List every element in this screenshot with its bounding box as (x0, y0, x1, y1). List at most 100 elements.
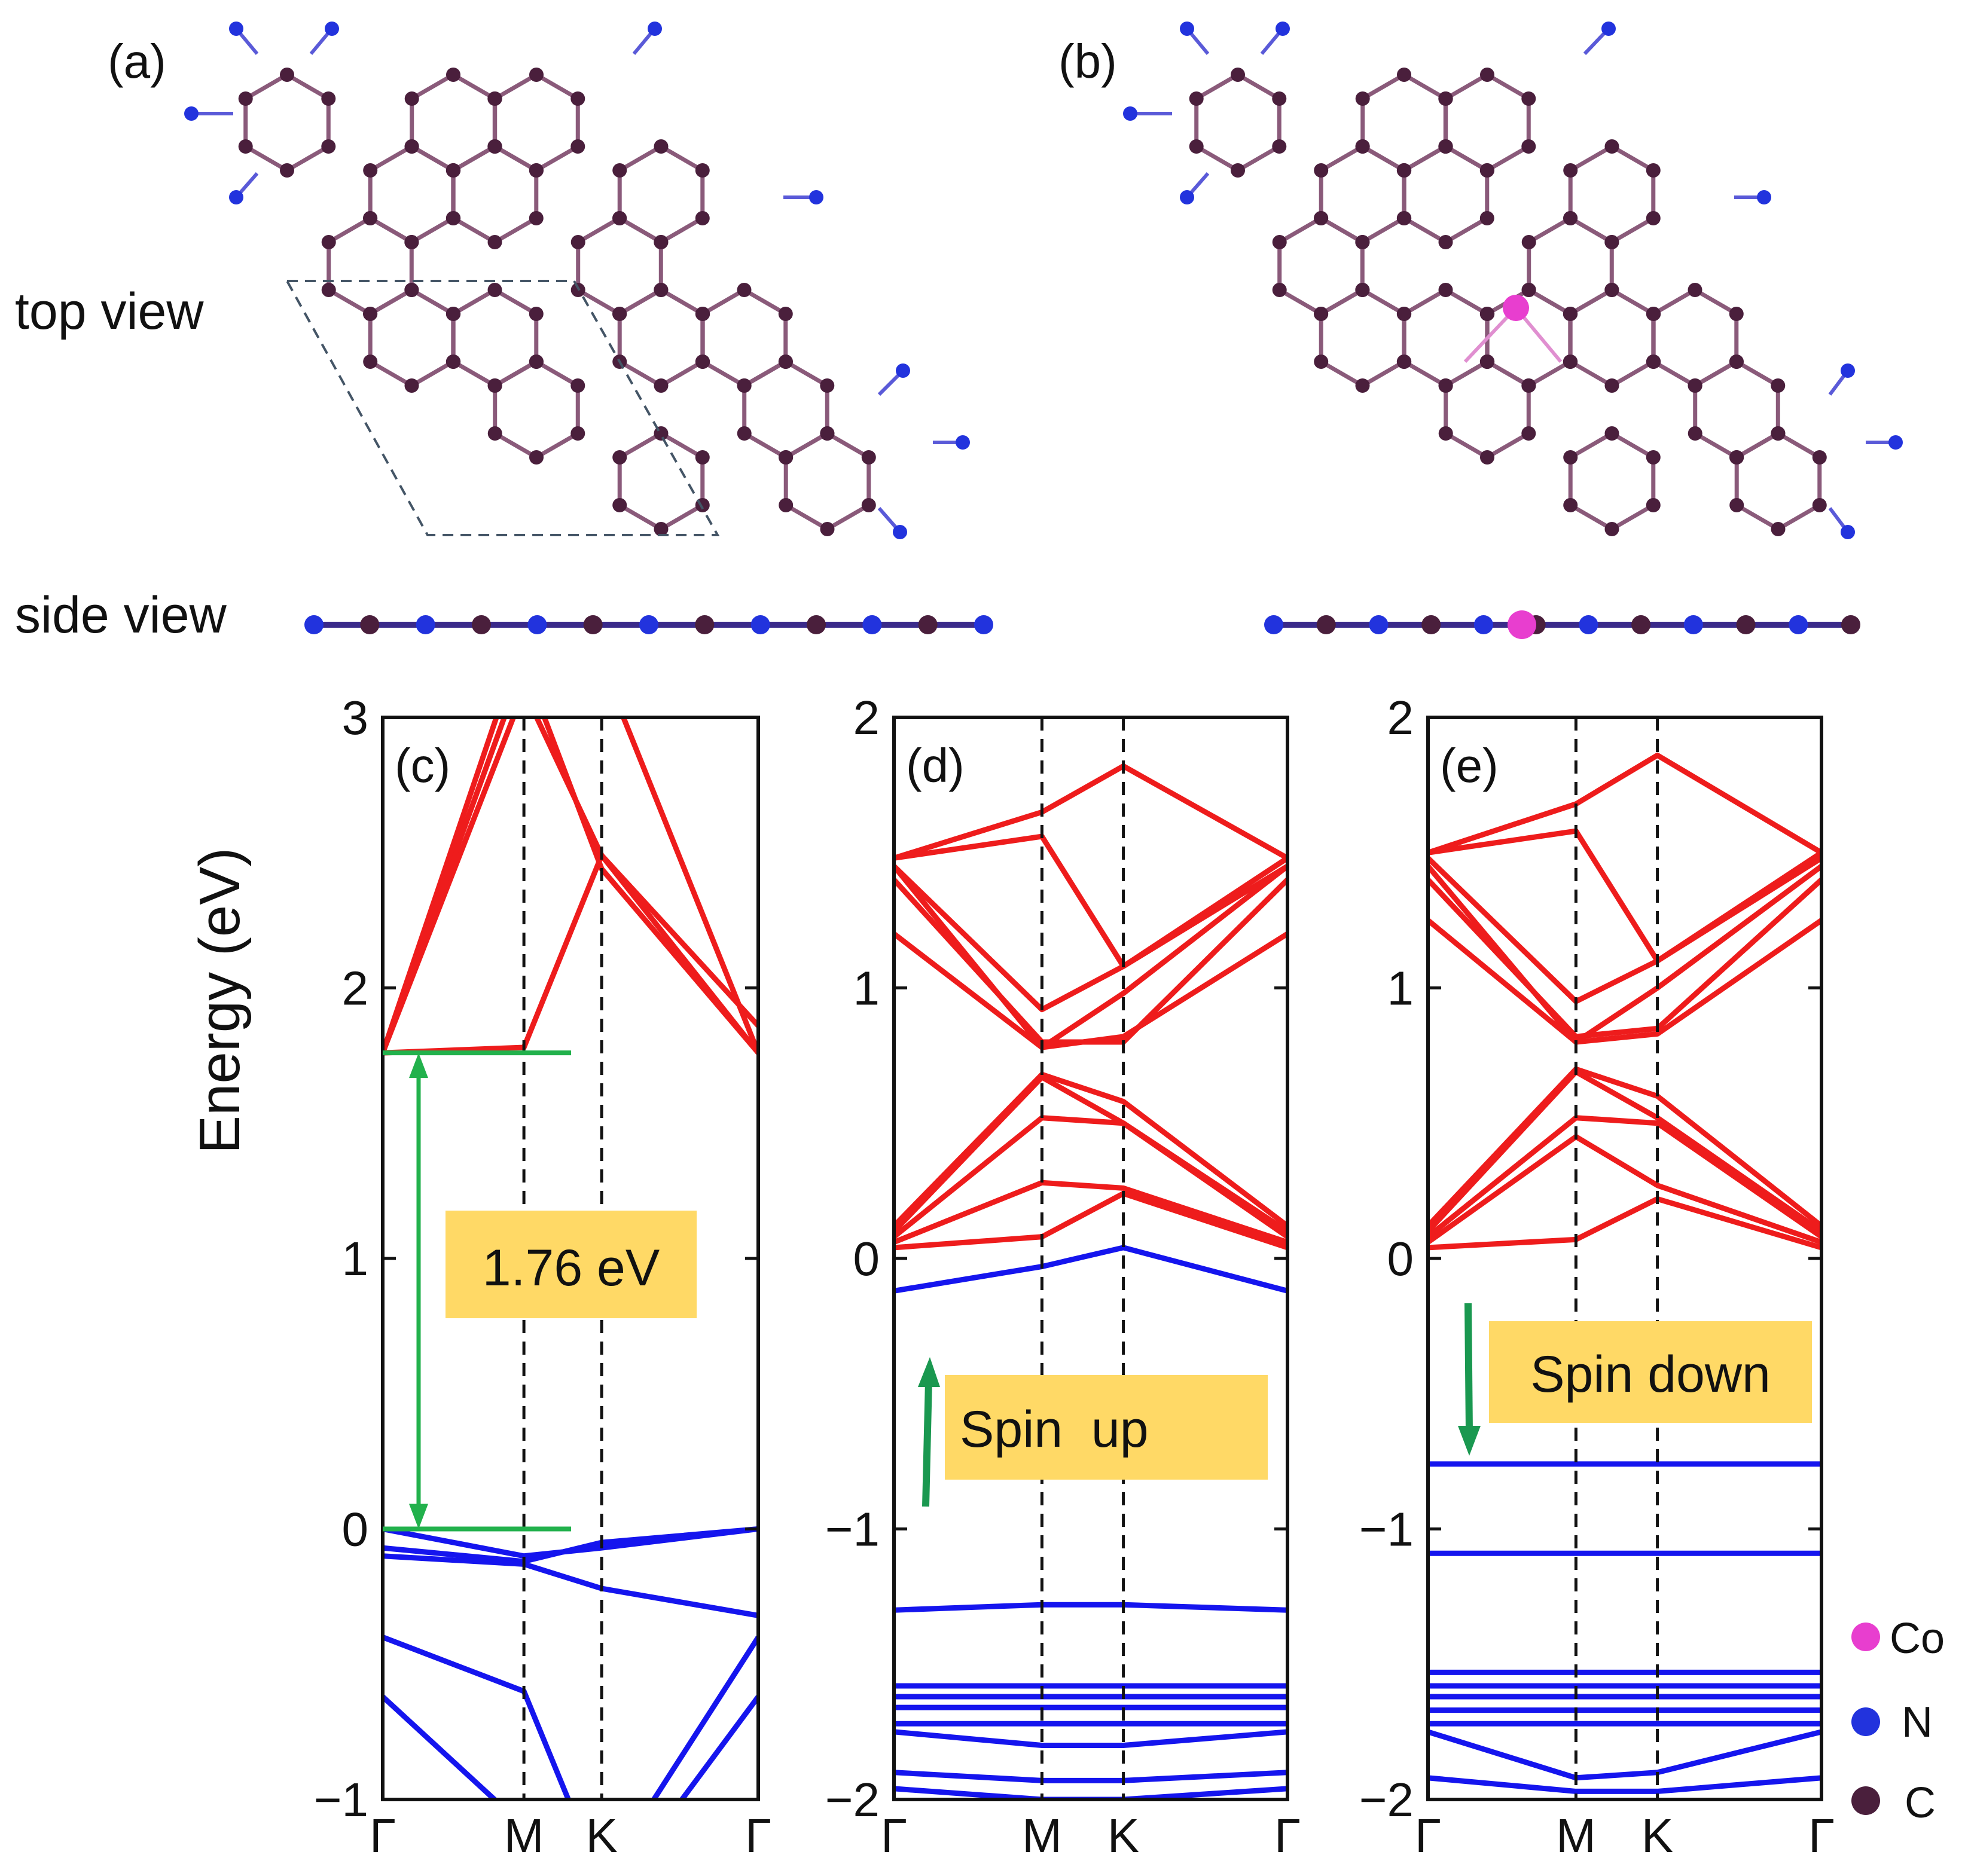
structure-a-c-atom (446, 355, 461, 369)
y-tick-label: −1 (1359, 1503, 1414, 1556)
structure-b-bond (1486, 431, 1530, 460)
structure-a-n-atom (229, 190, 243, 204)
band-line-valence (383, 1553, 758, 1618)
structure-b-c-atom (1355, 139, 1370, 154)
band-line-valence (1428, 1775, 1821, 1794)
top-view-label: top view (15, 283, 204, 340)
structure-a-bond (286, 144, 330, 173)
structure-a-bond (618, 144, 663, 173)
structure-b-c-atom (1479, 211, 1494, 225)
structure-a-bond (452, 72, 496, 101)
structure-a-bond (369, 288, 413, 316)
structure-a-bond (701, 359, 746, 388)
structure-b-bond (1527, 288, 1572, 316)
y-tick-label: −1 (314, 1773, 368, 1826)
atomic-structures (184, 22, 1903, 639)
band-line-conduction (1428, 1133, 1821, 1245)
structure-b-bond (1610, 503, 1655, 531)
structure-a-c-atom (820, 378, 835, 393)
band-line-conduction (1428, 752, 1821, 855)
structure-a-bond (493, 431, 538, 460)
structure-a-side-atom (472, 615, 491, 634)
gap-arrow-head-down (409, 1504, 428, 1529)
structure-a-side-atom (918, 615, 938, 634)
structure-b-c-atom (1355, 91, 1370, 106)
structure-b-c-atom (1688, 283, 1702, 297)
structure-b-c-atom (1480, 68, 1494, 82)
band-line-conduction (894, 833, 1287, 969)
structure-a-bond (785, 503, 829, 531)
panel-label-b: (b) (1058, 35, 1117, 88)
structure-a-c-atom (861, 498, 876, 512)
structure-b-c-atom (1438, 283, 1453, 297)
structure-a-side-atom (639, 615, 658, 634)
structure-b-c-atom (1604, 426, 1619, 441)
structure-a-bond (576, 288, 621, 316)
plot-frame (892, 716, 1289, 1801)
structure-b-bond (1320, 144, 1364, 173)
structure-a-bond (660, 288, 704, 316)
structure-b-c-atom (1521, 378, 1536, 393)
structure-b-c-atom (1314, 355, 1329, 369)
structure-a-c-atom (363, 307, 378, 321)
spin-down-arrow-head (1458, 1426, 1481, 1456)
x-tick-label: M (504, 1809, 544, 1862)
x-tick-label: M (1022, 1809, 1062, 1862)
structure-a-bond (618, 431, 663, 460)
structure-b-bond (1777, 503, 1821, 531)
structure-b-bond (1320, 359, 1364, 388)
legend-n-marker (1851, 1707, 1880, 1736)
structure-b-side-atom (1841, 615, 1860, 634)
structure-a-c-atom (404, 139, 419, 154)
x-tick-label: Γ (370, 1809, 396, 1862)
structure-b-bond (1777, 431, 1821, 460)
structure-b-side-atom (1473, 615, 1493, 634)
y-tick-label: 1 (1387, 962, 1414, 1015)
band-line-conduction (1428, 1115, 1821, 1239)
structure-a-bond (743, 431, 787, 460)
structure-b-c-atom (1521, 91, 1536, 106)
structure-b-side-atom (1264, 615, 1283, 634)
structure-b-c-atom (1563, 355, 1578, 369)
structure-b-bond (1569, 216, 1613, 245)
structure-a-c-atom (654, 283, 669, 297)
band-line-valence (894, 1245, 1287, 1294)
band-line-conduction (894, 1071, 1287, 1229)
structure-b-c-atom (1189, 139, 1204, 154)
structure-a-bond (410, 288, 454, 316)
band-line-conduction (894, 1180, 1287, 1245)
structure-a-bond (410, 359, 454, 388)
structure-b-c-atom (1272, 91, 1287, 106)
structure-b-bond (1403, 216, 1447, 245)
structure-b-bond (1569, 503, 1613, 531)
structure-a-bond (452, 144, 496, 173)
spin-down-arrow-shaft (1464, 1303, 1473, 1432)
series-group (1428, 752, 1821, 1794)
band-line-conduction (1428, 855, 1821, 1004)
structure-a-bond (660, 503, 704, 531)
structure-a-bond (618, 503, 663, 531)
x-tick-label: Γ (1808, 1809, 1835, 1862)
band-line-valence (894, 1729, 1287, 1748)
structure-b-bond (1694, 359, 1738, 388)
structure-b-bond (1694, 431, 1738, 460)
structure-a-c-atom (612, 498, 627, 512)
structure-a-c-atom (487, 378, 502, 393)
structure-b-c-atom (1729, 498, 1744, 512)
structure-a-bond (369, 359, 413, 388)
co-atom (1503, 295, 1529, 321)
structure-a-c-atom (321, 91, 336, 106)
structure-b-c-atom (1314, 307, 1329, 321)
structure-b-c-atom (1563, 498, 1578, 512)
structure-a-c-atom (612, 163, 627, 178)
structure-b-c-atom (1438, 426, 1453, 441)
structure-b-c-atom (1521, 426, 1536, 441)
structure-a-bond (452, 216, 496, 245)
band-line-valence (383, 1694, 758, 1799)
structure-b-c-atom (1397, 355, 1412, 369)
y-tick-label: −1 (825, 1503, 880, 1556)
structure-a-c-atom (487, 139, 502, 154)
structure-b-c-atom (1646, 355, 1661, 369)
structure-b-bond (1444, 144, 1488, 173)
